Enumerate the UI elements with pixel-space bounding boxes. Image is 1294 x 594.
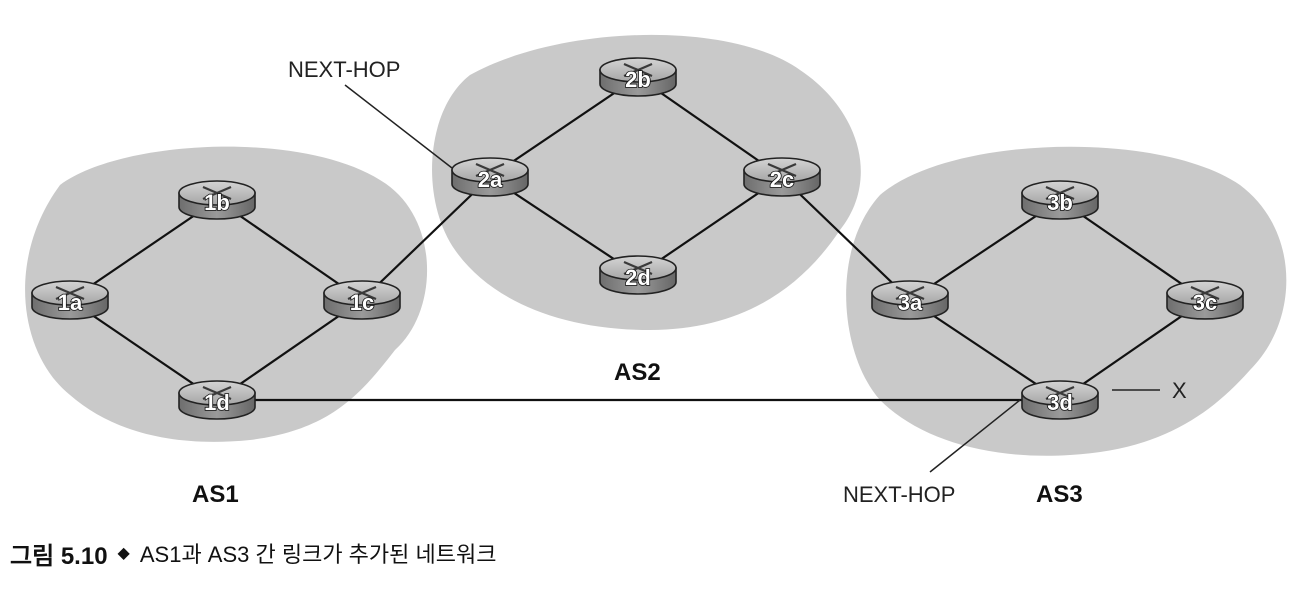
router-label-2b: 2b <box>625 67 651 92</box>
router-icon <box>55 285 85 301</box>
router-2c: 2c <box>743 157 821 197</box>
router-icon <box>1190 285 1220 301</box>
as3-region <box>846 146 1287 456</box>
figure-caption: 그림 5.10 ◆ AS1과 AS3 간 링크가 추가된 네트워크 <box>10 538 497 570</box>
as3-label: AS3 <box>1036 481 1083 508</box>
as-regions <box>25 34 1287 456</box>
router-icon <box>202 185 232 201</box>
next-hop-bottom-pointer <box>929 399 1021 473</box>
router-1c: 1c <box>323 280 401 320</box>
as2-region <box>432 34 861 331</box>
router-icon <box>1045 385 1075 401</box>
router-2a: 2a <box>451 157 529 197</box>
figure-number: 그림 5.10 <box>10 542 108 570</box>
router-label-1b: 1b <box>204 190 230 215</box>
router-icon <box>1045 185 1075 201</box>
as1-label: AS1 <box>192 481 239 508</box>
router-label-2a: 2a <box>478 167 503 192</box>
link-1c-2a <box>361 176 491 301</box>
router-icon <box>767 162 797 178</box>
router-2d: 2d <box>599 255 677 295</box>
router-label-3a: 3a <box>898 290 923 315</box>
router-label-2d: 2d <box>625 265 651 290</box>
router-label-1a: 1a <box>58 290 83 315</box>
router-1d: 1d <box>178 380 256 420</box>
router-label-1d: 1d <box>204 390 230 415</box>
as2-label: AS2 <box>614 359 661 386</box>
next-hop-top-label: NEXT-HOP <box>288 57 400 82</box>
router-3c: 3c <box>1166 280 1244 320</box>
next-hop-bottom-label: NEXT-HOP <box>843 482 955 507</box>
caption-diamond-icon: ◆ <box>117 545 130 562</box>
figure-title: AS1과 AS3 간 링크가 추가된 네트워크 <box>139 542 497 567</box>
routers: 1a 1b 1c 1d 2a 2b 2c 2d 3a 3b 3c 3d <box>31 57 1244 420</box>
router-icon <box>623 260 653 276</box>
router-icon <box>623 62 653 78</box>
router-icon <box>475 162 505 178</box>
router-label-1c: 1c <box>350 290 374 315</box>
annotation-lines <box>344 84 1160 473</box>
router-icon <box>895 285 925 301</box>
router-3b: 3b <box>1021 180 1099 220</box>
router-1b: 1b <box>178 180 256 220</box>
router-3d: 3d <box>1021 380 1099 420</box>
link-2c-3a <box>781 176 911 301</box>
destination-x-label: X <box>1172 378 1187 403</box>
router-label-2c: 2c <box>770 167 794 192</box>
router-2b: 2b <box>599 57 677 97</box>
router-3a: 3a <box>871 280 949 320</box>
router-1a: 1a <box>31 280 109 320</box>
router-icon <box>347 285 377 301</box>
router-label-3c: 3c <box>1193 290 1217 315</box>
router-label-3b: 3b <box>1047 190 1073 215</box>
as1-region <box>25 146 428 442</box>
next-hop-top-pointer <box>344 84 453 169</box>
router-icon <box>202 385 232 401</box>
router-label-3d: 3d <box>1047 390 1073 415</box>
